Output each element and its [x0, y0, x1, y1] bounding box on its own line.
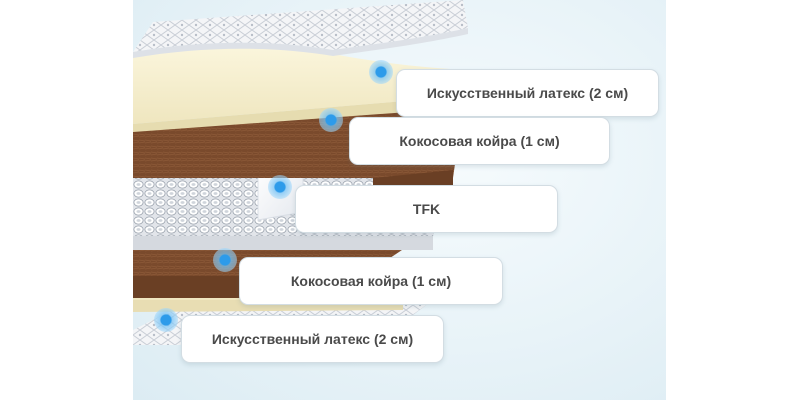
label-top-coir: Кокосовая койра (1 см) — [349, 117, 610, 165]
label-bottom-coir: Кокосовая койра (1 см) — [239, 257, 503, 305]
marker-dot-icon — [268, 175, 292, 199]
marker-dot-icon — [369, 60, 393, 84]
marker-dot-icon — [154, 308, 178, 332]
label-springs: TFK — [295, 185, 558, 233]
label-bottom-latex: Искусственный латекс (2 см) — [181, 315, 444, 363]
marker-dot-icon — [319, 108, 343, 132]
top-cover-layer — [133, 0, 468, 58]
label-top-latex: Искусственный латекс (2 см) — [396, 69, 659, 117]
marker-dot-icon — [213, 248, 237, 272]
